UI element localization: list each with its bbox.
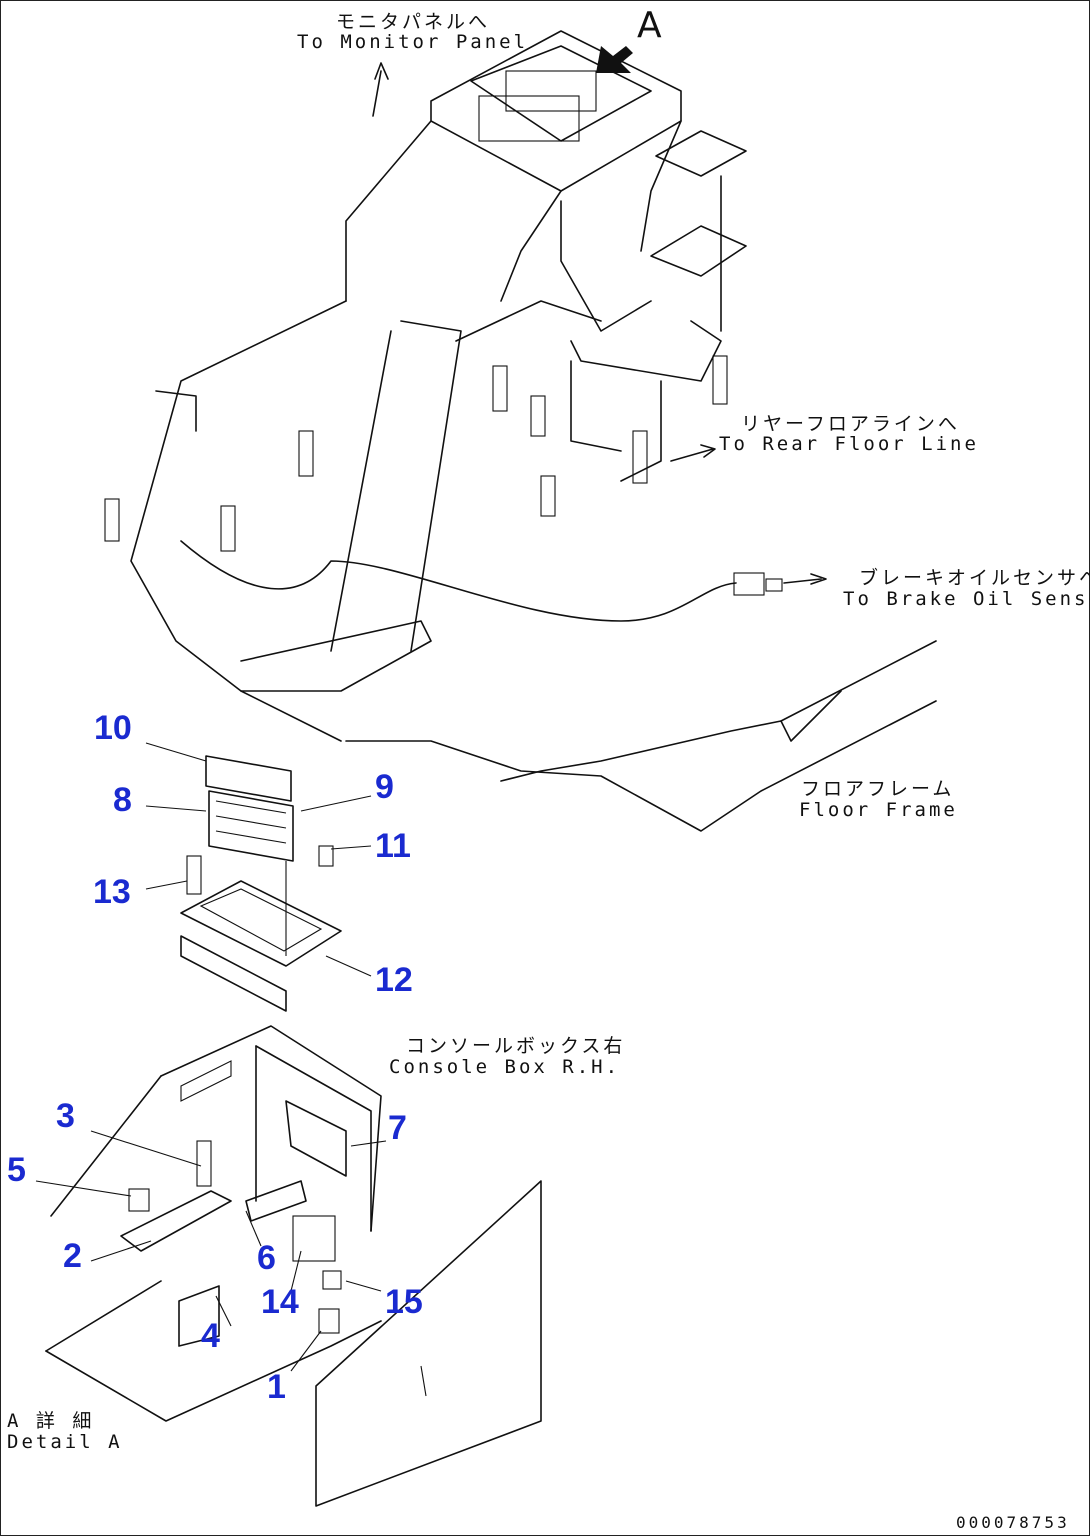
- part-number-3: 3: [56, 1097, 75, 1135]
- part-number-13: 13: [93, 873, 131, 911]
- part-number-1: 1: [267, 1368, 286, 1406]
- part-number-7: 7: [388, 1109, 407, 1147]
- harness-pillar: [330, 200, 722, 652]
- part-number-9: 9: [375, 768, 394, 806]
- leader-lines: [35, 742, 387, 1372]
- callout-brake-sensor-en: To Brake Oil Sensor: [843, 588, 1090, 610]
- callout-rear-floor-en: To Rear Floor Line: [719, 433, 979, 455]
- callout-monitor-panel-en: To Monitor Panel: [297, 31, 529, 53]
- part-number-12: 12: [375, 961, 413, 999]
- part-number-15: 15: [385, 1283, 423, 1321]
- part-number-2: 2: [63, 1237, 82, 1275]
- part-number-8: 8: [113, 781, 132, 819]
- callout-floor-frame-jp: フロアフレーム: [801, 778, 955, 800]
- part-number-5: 5: [7, 1151, 26, 1189]
- drawing-number: 000078753: [956, 1513, 1070, 1532]
- part-number-11: 11: [375, 827, 411, 865]
- part-number-6: 6: [257, 1239, 276, 1277]
- fuse-box-assembly: [180, 755, 342, 1012]
- part-number-10: 10: [94, 709, 132, 747]
- console-box-detail: [45, 1025, 542, 1507]
- part-number-4: 4: [201, 1317, 220, 1355]
- detail-a-title-en: Detail A: [7, 1431, 123, 1453]
- detail-a-title-jp: A 詳 細: [7, 1410, 95, 1432]
- callout-floor-frame-en: Floor Frame: [799, 799, 958, 821]
- console-tower: [130, 30, 937, 832]
- brake-sensor-harness: [180, 540, 827, 622]
- part-number-14: 14: [261, 1283, 299, 1321]
- callout-brake-sensor-jp: ブレーキオイルセンサへ: [859, 567, 1090, 589]
- rear-floor-arrow: [670, 444, 716, 462]
- view-arrow-a: [596, 46, 633, 73]
- callout-monitor-panel-jp: モニタパネルへ: [336, 11, 491, 33]
- view-letter-a: A: [637, 5, 662, 46]
- monitor-panel-arrow: [372, 62, 389, 117]
- callout-rear-floor-jp: リヤーフロアラインへ: [741, 413, 960, 435]
- callout-console-box-jp: コンソールボックス右: [406, 1035, 626, 1057]
- bolts: [104, 130, 747, 552]
- callout-console-box-en: Console Box R.H.: [389, 1056, 621, 1078]
- floor-frame: [500, 640, 937, 782]
